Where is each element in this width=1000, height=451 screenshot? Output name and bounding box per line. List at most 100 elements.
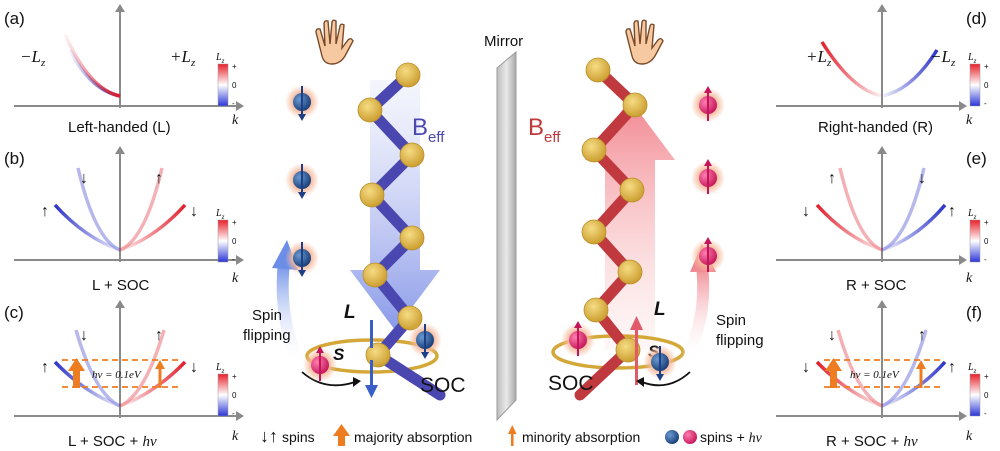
legend-blue-ball (665, 430, 679, 444)
spin-down-electron (285, 241, 319, 277)
helix-atom (583, 297, 609, 323)
spin-up-electron (691, 86, 725, 122)
colorbar-left: Lz+0-Lz+0-Lz+0- (215, 52, 237, 418)
spin-arrow: ↑ (948, 359, 956, 376)
spin-flip-label-left-2: flipping (243, 327, 291, 344)
L-arrow-right (630, 316, 643, 385)
helix-atom (581, 137, 607, 163)
colorbar-title: Lz (967, 362, 977, 375)
legend-spin-arrows: ↓↑ (260, 426, 278, 446)
helix-atom (395, 62, 421, 88)
panel-d-right-label: −Lz (930, 47, 956, 69)
spin-arrow: ↓ (80, 327, 88, 344)
colorbar-title: Lz (967, 52, 977, 65)
spin-arrow: ↓ (802, 359, 810, 376)
colorbar-title: Lz (215, 52, 225, 65)
helix-atom (365, 342, 391, 368)
panel-e-k: k (966, 271, 973, 286)
colorbar-zero: 0 (984, 81, 989, 90)
panel-a-caption: Left-handed (L) (68, 119, 171, 136)
spin-flip-label-left-1: Spin (252, 307, 282, 324)
colorbar: Lz+0- (967, 362, 989, 418)
helix-atom (622, 92, 648, 118)
spin-arrow: ↑ (41, 359, 49, 376)
spin-down-electron (408, 323, 442, 359)
panel-a-k: k (232, 113, 239, 128)
panel-e: (e) ↑ ↓ ↓ ↑ R + SOC k (776, 146, 987, 294)
spin-arrow: ↓ (190, 359, 198, 376)
colorbar-plus: + (232, 218, 237, 227)
mirror-label: Mirror (484, 33, 523, 50)
spin-up-electron (561, 321, 595, 357)
legend-minority-arrow (508, 425, 517, 446)
panel-b-tag: (b) (4, 149, 25, 168)
legend-minority: minority absorption (522, 429, 640, 445)
helix-atom (617, 259, 643, 285)
panel-c: (c) hν = 0.1eV ↓ ↑ ↑ ↓ L + SOC + hν k (4, 300, 244, 450)
helix-atom (362, 262, 388, 288)
panel-f-hv: hν = 0.1eV (850, 369, 900, 381)
spin-arrow: ↓ (80, 170, 88, 187)
helix-atom (399, 225, 425, 251)
colorbar-right: Lz+0-Lz+0-Lz+0- (967, 52, 989, 418)
colorbar-title: Lz (215, 208, 225, 221)
colorbar-plus: + (232, 372, 237, 381)
colorbar-zero: 0 (232, 81, 237, 90)
spin-arrow: ↑ (155, 170, 163, 187)
colorbar-gradient (969, 373, 981, 417)
panel-a: (a) −Lz +Lz Left-handed (L) k (4, 4, 244, 136)
minority-absorption-arrow (155, 360, 165, 388)
panel-a-right-label: +Lz (170, 47, 196, 69)
panel-a-tag: (a) (4, 9, 25, 28)
colorbar-minus: - (984, 409, 987, 418)
spin-flip-label-right-1: Spin (716, 312, 746, 329)
colorbar-gradient (217, 219, 229, 263)
panel-d-left-label: +Lz (806, 47, 832, 69)
panel-f-tag: (f) (966, 303, 982, 322)
soc-label-left: SOC (420, 374, 466, 397)
S-label-left: S (333, 345, 345, 364)
spin-arrow: ↑ (918, 327, 926, 344)
band-right-red (63, 34, 121, 98)
colorbar-title: Lz (967, 208, 977, 221)
helix-atom (359, 182, 385, 208)
panel-f-caption: R + SOC + hν (826, 433, 918, 450)
panel-b: (b) ↓ ↑ ↑ ↓ L + SOC k (4, 146, 244, 294)
panel-b-caption: L + SOC (92, 277, 150, 294)
legend-spins-hv: spins + hν (700, 429, 763, 446)
mirror: Mirror (484, 33, 523, 422)
rotation-arrow-right (641, 371, 691, 387)
legend: ↓↑ spins majority absorption minority ab… (260, 424, 763, 446)
colorbar-plus: + (984, 62, 989, 71)
panel-e-caption: R + SOC (846, 277, 907, 294)
right-hand-icon (625, 19, 664, 65)
colorbar: Lz +0 - (215, 52, 237, 108)
spin-arrow: ↓ (828, 327, 836, 344)
colorbar-plus: + (232, 62, 237, 71)
colorbar-gradient (217, 63, 229, 107)
spin-flip-label-right-2: flipping (716, 332, 764, 349)
beff-label-right: Beff (528, 114, 561, 146)
legend-spin-balls (665, 430, 697, 444)
legend-majority: majority absorption (354, 429, 472, 445)
spin-arrow: ↑ (155, 327, 163, 344)
spin-electrons (285, 85, 725, 382)
spin-down-electron (285, 163, 319, 199)
colorbar-minus: - (232, 99, 235, 108)
spin-arrow: ↓ (190, 203, 198, 220)
colorbar-gradient (969, 219, 981, 263)
helix-atom (397, 305, 423, 331)
panel-c-caption: L + SOC + hν (68, 433, 157, 450)
helix-atom (585, 57, 611, 83)
panel-d: (d) +Lz −Lz Right-handed (R) k (776, 4, 987, 136)
colorbar: Lz+0- (967, 52, 989, 108)
spin-arrow: ↑ (41, 203, 49, 220)
helix-atoms (357, 57, 648, 368)
majority-absorption-arrow (68, 358, 85, 388)
helix-atom (615, 337, 641, 363)
minority-absorption-arrow (916, 360, 926, 388)
spin-arrow: ↑ (828, 170, 836, 187)
colorbar-zero: 0 (232, 391, 237, 400)
L-label-right: L (654, 299, 666, 320)
panel-d-caption: Right-handed (R) (818, 119, 933, 136)
